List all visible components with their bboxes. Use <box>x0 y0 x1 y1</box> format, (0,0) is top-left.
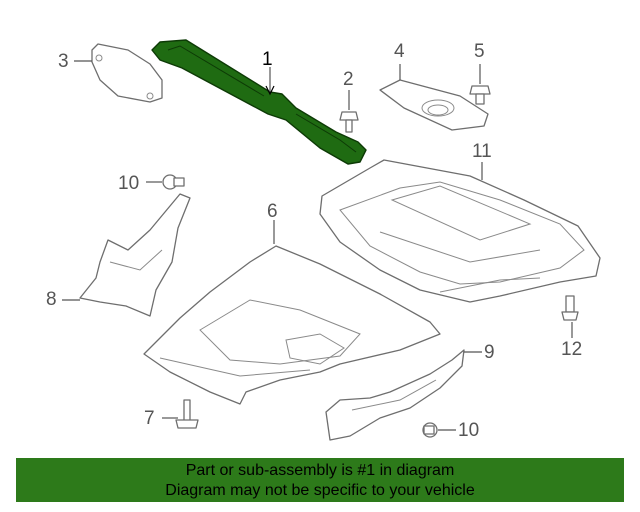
part-2-bolt[interactable] <box>339 111 359 133</box>
callout-12: 12 <box>561 339 583 360</box>
part-6-underbody-panel[interactable] <box>143 245 441 405</box>
part-10-clip-upper[interactable] <box>162 174 185 190</box>
callout-11: 11 <box>472 141 492 162</box>
banner-line-2: Diagram may not be specific to your vehi… <box>165 482 475 499</box>
callout-8: 8 <box>46 289 57 310</box>
part-10-clip-lower[interactable] <box>422 422 438 438</box>
part-3-bracket[interactable] <box>91 43 163 103</box>
callout-5: 5 <box>474 41 485 62</box>
banner-line-1: Part or sub-assembly is #1 in diagram <box>185 462 455 479</box>
callout-7: 7 <box>144 408 155 429</box>
part-5-bolt[interactable] <box>469 85 491 105</box>
callout-1: 1 <box>262 49 273 70</box>
callout-4: 4 <box>394 41 405 62</box>
part-12-bolt[interactable] <box>561 295 579 321</box>
callout-6: 6 <box>267 201 278 222</box>
part-8-shield[interactable] <box>79 193 191 317</box>
part-11-shield[interactable] <box>319 159 601 303</box>
callout-9: 9 <box>484 342 495 363</box>
part-7-stud[interactable] <box>175 399 199 429</box>
parts-diagram <box>62 39 601 441</box>
part-1-cross-member[interactable] <box>151 39 367 165</box>
callout-2: 2 <box>343 69 354 90</box>
part-9-shield[interactable] <box>325 349 465 441</box>
callout-10-lower: 10 <box>458 420 480 441</box>
callout-3: 3 <box>58 51 69 72</box>
callout-10-upper: 10 <box>118 173 140 194</box>
info-banner: Part or sub-assembly is #1 in diagram Di… <box>16 458 624 502</box>
part-4-plate[interactable] <box>379 79 489 131</box>
